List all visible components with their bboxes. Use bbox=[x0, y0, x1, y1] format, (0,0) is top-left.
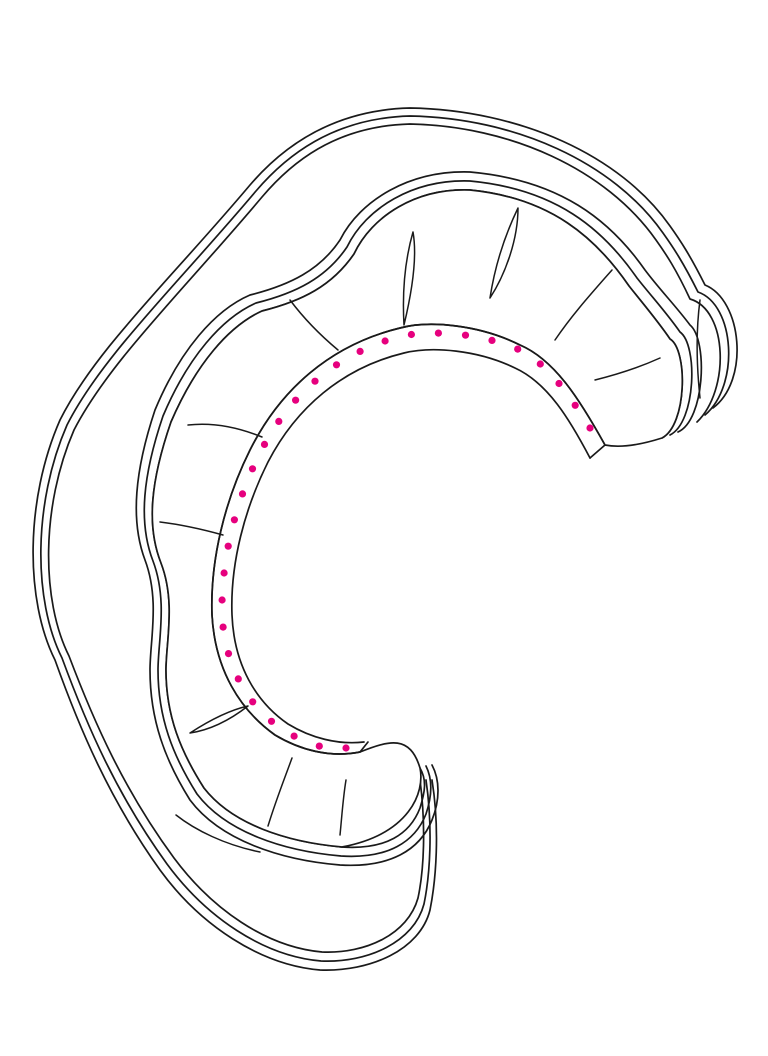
rim-dot bbox=[536, 360, 544, 368]
rim-dot bbox=[356, 347, 364, 355]
rim-dot bbox=[290, 732, 298, 740]
pleat-lines bbox=[159, 207, 701, 853]
rim-dot bbox=[315, 742, 323, 750]
rim-dot bbox=[381, 337, 389, 345]
pleat-line bbox=[696, 299, 701, 399]
rim-dot bbox=[224, 650, 233, 658]
rim-dot bbox=[555, 379, 563, 388]
pleat-line bbox=[175, 814, 261, 853]
inner-rim-outer-edge bbox=[210, 323, 606, 755]
rim-dot bbox=[514, 345, 522, 353]
pleat-line bbox=[554, 269, 613, 341]
outer-band-edge-1 bbox=[32, 107, 738, 971]
outer-band bbox=[32, 107, 738, 971]
pleat-line bbox=[267, 757, 293, 827]
rim-dot bbox=[230, 516, 238, 524]
rim-dot bbox=[342, 744, 350, 752]
inner-band-edge-1 bbox=[135, 171, 703, 867]
pleat-fold bbox=[189, 705, 249, 734]
rim-dot bbox=[488, 336, 496, 344]
inner-rim bbox=[210, 323, 606, 755]
rim-dot bbox=[218, 596, 226, 604]
rim-dot bbox=[224, 542, 232, 550]
rim-dot bbox=[234, 675, 242, 683]
inner-rim-inner-edge bbox=[230, 348, 591, 744]
rim-dot bbox=[407, 330, 415, 339]
inner-rim-end-cap-bottom bbox=[359, 741, 369, 753]
rim-dot bbox=[267, 717, 276, 725]
rim-dot bbox=[571, 401, 579, 409]
pleat-line bbox=[187, 423, 263, 438]
inner-band-edge-2 bbox=[143, 180, 693, 858]
rim-dot bbox=[275, 417, 283, 425]
rim-dot bbox=[292, 396, 300, 404]
rim-dot bbox=[260, 440, 269, 448]
pleat-fold bbox=[402, 231, 416, 326]
rim-dots bbox=[218, 329, 594, 752]
rim-dot bbox=[461, 331, 470, 339]
pleat-line bbox=[594, 357, 661, 381]
rim-dot bbox=[238, 490, 247, 498]
rim-dot bbox=[311, 377, 319, 385]
outer-band-edge-2 bbox=[40, 115, 730, 962]
rim-dot bbox=[332, 361, 341, 369]
outer-band-edge-3 bbox=[47, 123, 722, 953]
rim-dot bbox=[249, 698, 257, 706]
pleat-line bbox=[339, 779, 347, 836]
rim-dot bbox=[586, 424, 594, 432]
rim-dot bbox=[219, 623, 227, 631]
pleat-fold bbox=[489, 207, 519, 299]
pleat-line bbox=[289, 299, 339, 351]
inner-rim-end-cap-top bbox=[589, 444, 606, 459]
rim-dot bbox=[220, 569, 228, 577]
rim-dot bbox=[248, 465, 257, 473]
cushion-body bbox=[135, 171, 703, 867]
pleat-line bbox=[159, 521, 224, 536]
rim-dot bbox=[434, 329, 442, 337]
